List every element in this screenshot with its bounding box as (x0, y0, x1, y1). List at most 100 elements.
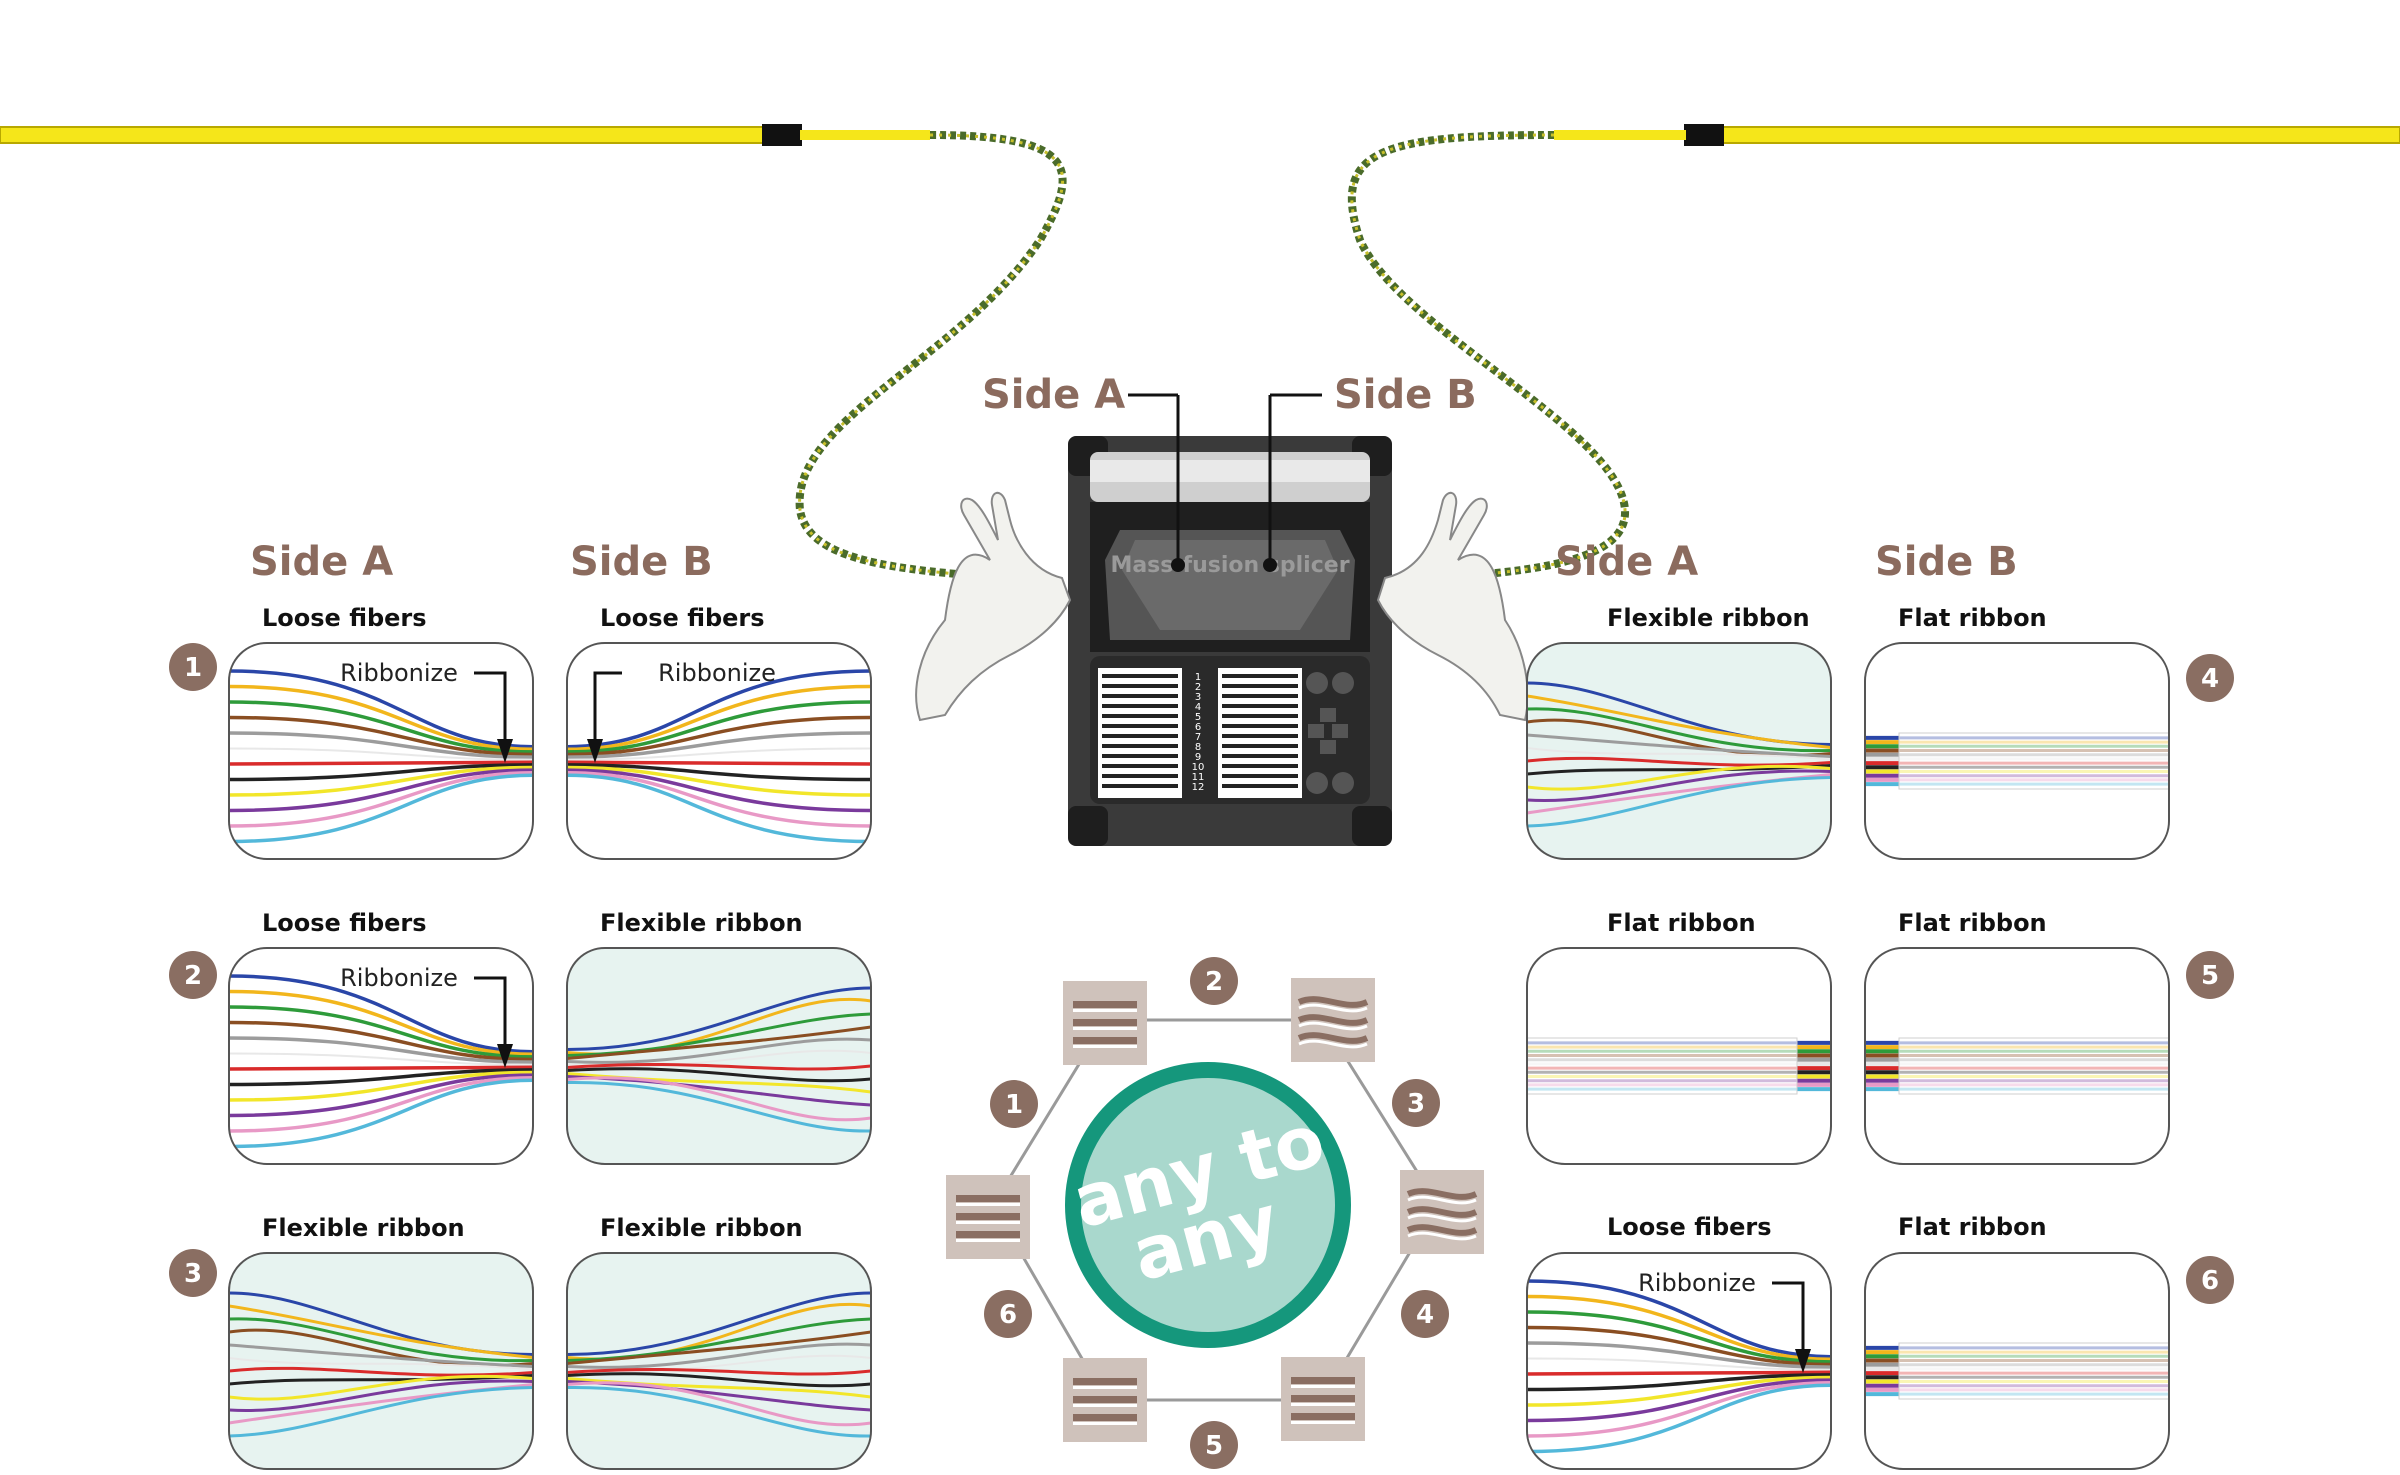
fiber-strand (229, 1068, 533, 1087)
right-glove-icon (1376, 491, 1529, 722)
row-badge-5: 5 (2186, 951, 2234, 999)
fiber-strand (229, 768, 533, 813)
fiber-strand (567, 768, 871, 813)
fiber-strand (567, 1354, 871, 1373)
fiber-strand (567, 763, 871, 782)
fiber-strand (229, 1065, 533, 1071)
panel-flexible-ribbon (566, 947, 872, 1165)
panel-title: Loose fibers (262, 604, 427, 632)
fiber-strand (567, 684, 871, 752)
fiber-strand (567, 1037, 871, 1064)
fiber-strand (1527, 764, 1831, 776)
hub-badge-3: 3 (1392, 1079, 1440, 1127)
fiber-strand (567, 1367, 871, 1376)
svg-text:5: 5 (2201, 961, 2219, 991)
fiber-strand (1527, 747, 1831, 761)
fiber-strand (1527, 776, 1831, 828)
fiber-strand (229, 1374, 533, 1401)
panel-loose-fibers: Ribbonize (1526, 1252, 1832, 1470)
fiber-strand (1527, 1325, 1831, 1367)
fiber-strand (567, 1067, 871, 1083)
splicer-fiber-number: 3 (1195, 692, 1201, 703)
fiber-strand (567, 731, 871, 759)
splicer-fiber-number: 6 (1195, 722, 1201, 733)
right-side-b-heading: Side B (1875, 539, 2018, 585)
fiber-strand (229, 700, 533, 754)
fiber-strand (229, 1070, 533, 1102)
panel-title: Flexible ribbon (262, 1214, 465, 1242)
splicer-fiber-number: 2 (1195, 682, 1201, 693)
fiber-strand (1527, 1373, 1831, 1392)
svg-text:2: 2 (184, 961, 202, 991)
fiber-strand (229, 974, 533, 1054)
splicer-fiber-number: 1 (1195, 672, 1201, 683)
fiber-strand (1527, 756, 1831, 767)
splicer-fiber-number: 10 (1192, 762, 1205, 773)
fiber-strand (229, 669, 533, 749)
hub-badge-5: 5 (1190, 1421, 1238, 1469)
panel-title: Flexible ribbon (600, 1214, 803, 1242)
fiber-strand (567, 1025, 871, 1060)
panel-title: Flat ribbon (1898, 604, 2047, 632)
flat-ribbon-tile-icon (946, 1175, 1030, 1259)
splicer-fiber-number: 11 (1192, 772, 1205, 783)
fiber-strand (1527, 1294, 1831, 1362)
fiber-strand (1527, 1378, 1831, 1423)
panel-loose-fibers: Ribbonize (228, 642, 534, 860)
svg-text:2: 2 (1205, 967, 1223, 997)
panel-title: Loose fibers (1607, 1213, 1772, 1241)
panel-flat-ribbon (1864, 947, 2170, 1165)
flexible-ribbon-tile-icon (1400, 1170, 1484, 1254)
panel-title: Flexible ribbon (600, 909, 803, 937)
fiber-strand (1527, 1375, 1831, 1407)
panel-flexible-ribbon (566, 1252, 872, 1470)
splicer-fiber-number: 8 (1195, 742, 1201, 753)
row-badge-4: 4 (2186, 654, 2234, 702)
fiber-strand (567, 1062, 871, 1071)
panel-title: Flexible ribbon (1607, 604, 1810, 632)
ribbonize-note: Ribbonize (340, 659, 458, 687)
fiber-strand (1527, 1383, 1831, 1454)
svg-text:4: 4 (2201, 664, 2219, 694)
svg-text:1: 1 (184, 653, 202, 683)
ribbonize-note: Ribbonize (1638, 1269, 1756, 1297)
splicer-fiber-number: 5 (1195, 712, 1201, 723)
fiber-strand (229, 1366, 533, 1377)
panel-flat-ribbon (1526, 947, 1832, 1165)
fiber-strand (567, 669, 871, 749)
splicer-label: Mass-fusion splicer (1110, 553, 1349, 578)
fiber-strand (229, 989, 533, 1057)
fiber-strand (1527, 707, 1831, 753)
fiber-strand (567, 770, 871, 828)
fiber-strand (229, 684, 533, 752)
fiber-strand (567, 765, 871, 797)
fiber-strand (567, 1381, 871, 1427)
splicer-side-a-label: Side A (982, 372, 1125, 418)
fiber-strand (1527, 1357, 1831, 1371)
fiber-strand (229, 763, 533, 782)
fiber-strand (229, 715, 533, 757)
fiber-strand (1527, 733, 1831, 758)
svg-text:3: 3 (1407, 1089, 1425, 1119)
fiber-strand (229, 1317, 533, 1363)
fiber-strand (567, 700, 871, 754)
panel-loose-fibers: Ribbonize (228, 947, 534, 1165)
panel-title: Flat ribbon (1607, 909, 1756, 937)
panel-flexible-ribbon (228, 1252, 534, 1470)
ribbonize-note: Ribbonize (658, 659, 776, 687)
fiber-strand (1527, 1380, 1831, 1438)
splicer-fiber-number: 4 (1195, 702, 1201, 713)
panel-title: Loose fibers (600, 604, 765, 632)
svg-text:1: 1 (1005, 1090, 1023, 1120)
fiber-strand (567, 773, 871, 844)
fiber-strand (567, 1342, 871, 1369)
fiber-strand (567, 986, 871, 1051)
fiber-strand (229, 1386, 533, 1438)
flat-ribbon-tile-icon (1063, 1358, 1147, 1442)
fiber-strand (1527, 764, 1831, 791)
fiber-strand (1527, 769, 1831, 803)
